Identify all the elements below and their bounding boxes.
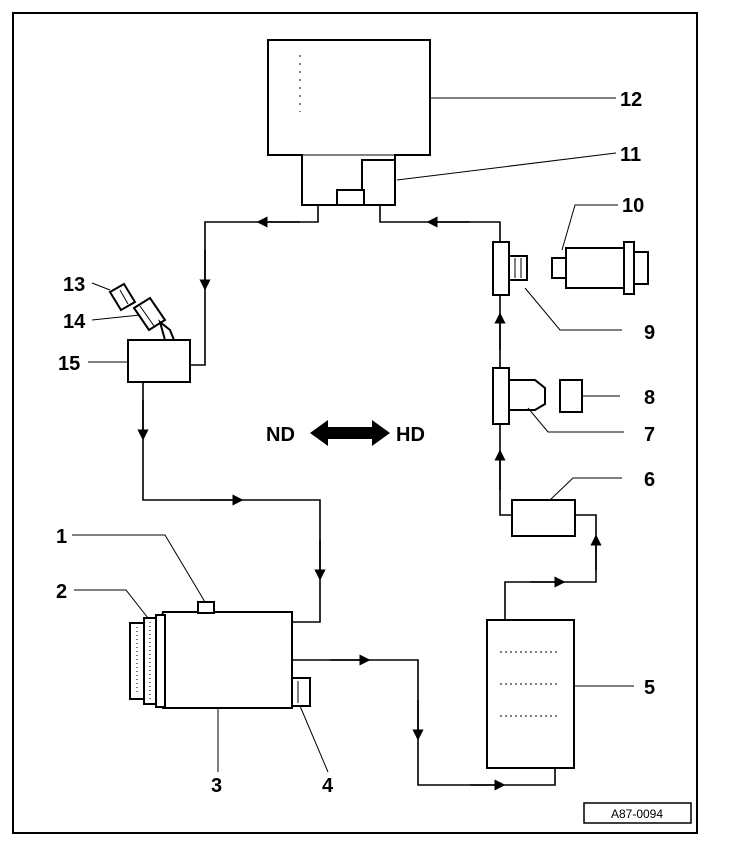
reference-code-box: A87-0094: [583, 802, 692, 824]
condenser: [486, 619, 575, 769]
pressure-sensor-connector: [108, 282, 137, 312]
high-pressure-service-valve: [492, 367, 546, 425]
refrigerant-lines: [137, 205, 602, 791]
callout-13: 13: [63, 274, 85, 296]
callout-15: 15: [58, 353, 80, 375]
switch-mounting: [492, 241, 528, 296]
magnetic-clutch: [129, 614, 166, 708]
low-pressure-label: ND: [266, 424, 295, 446]
callout-10: 10: [622, 195, 644, 217]
callout-3: 3: [211, 775, 222, 797]
callout-5: 5: [644, 677, 655, 699]
evaporator-unit: [267, 39, 431, 206]
receiver-drier: [511, 499, 576, 537]
compressor-valve: [197, 601, 215, 614]
callout-numbers: 12 11 10 9 8 7 6 5 4 3 2 1 13 14 15: [56, 89, 655, 797]
callout-8: 8: [644, 387, 655, 409]
diagram-frame: [12, 12, 698, 834]
callout-14: 14: [63, 311, 86, 333]
leader-lines: [72, 97, 634, 773]
accumulator: [127, 339, 191, 383]
compressor-regulating-valve: [291, 677, 311, 707]
callout-11: 11: [620, 144, 641, 166]
pressure-sensor: [132, 296, 176, 341]
reference-code: A87-0094: [611, 807, 663, 821]
pressure-direction-arrow: [310, 420, 390, 446]
callout-9: 9: [644, 322, 655, 344]
callout-4: 4: [322, 775, 334, 797]
callout-7: 7: [644, 424, 655, 446]
callout-6: 6: [644, 469, 655, 491]
callout-1: 1: [56, 526, 67, 548]
compressor: [155, 611, 293, 709]
expansion-valve: [336, 159, 396, 206]
high-pressure-switch: [551, 241, 649, 295]
service-valve-cap: [559, 379, 583, 413]
callout-12: 12: [620, 89, 642, 111]
callout-2: 2: [56, 581, 67, 603]
high-pressure-label: HD: [396, 424, 425, 446]
